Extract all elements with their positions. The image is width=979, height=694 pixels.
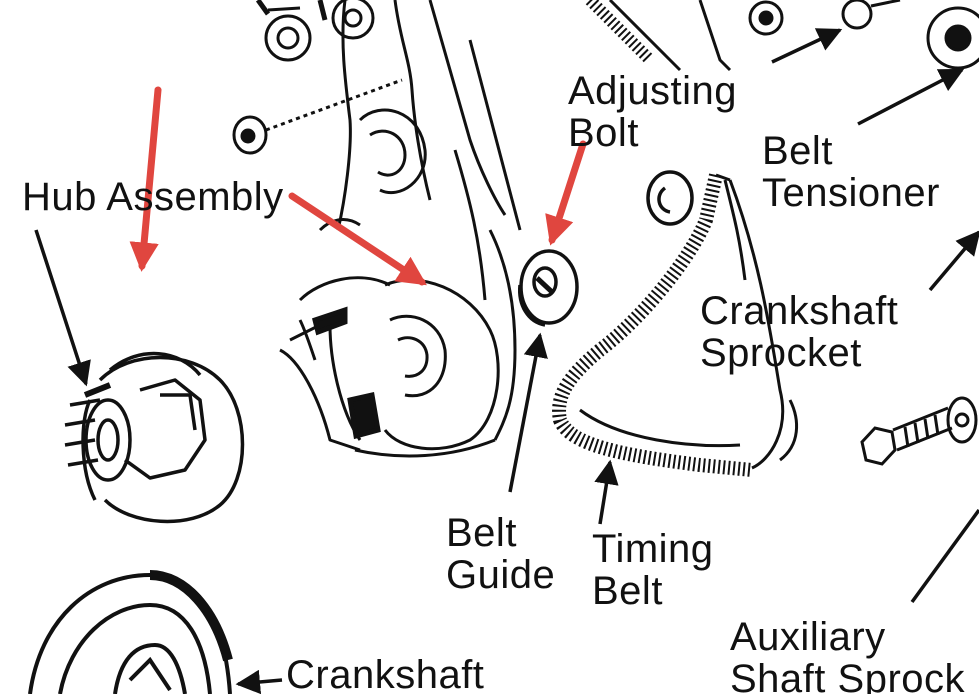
small-bolt: [232, 78, 403, 155]
leader-arrows: [34, 28, 979, 694]
timing-belt-shape: [552, 173, 799, 477]
leader-auxiliary: [910, 508, 979, 604]
red-annotation-arrow: [288, 192, 427, 286]
leader-crankshaft-sprocket: [928, 230, 979, 292]
label-belt-tensioner: Belt Tensioner: [762, 129, 940, 215]
leader-timing-belt: [594, 459, 619, 525]
red-annotation-arrow: [545, 140, 587, 246]
hub-assembly-shape: [64, 351, 245, 524]
crankshaft-pulley-shape: [28, 570, 233, 694]
label-adjusting-bolt: Adjusting Bolt: [568, 69, 738, 155]
label-crankshaft: Crankshaft: [286, 653, 485, 694]
leader-crankshaft: [235, 669, 283, 694]
label-auxiliary-shaft-sprocket: Auxiliary Shaft Sprock: [730, 615, 966, 694]
leader-belt-tensioner: [857, 68, 965, 126]
leader-hub-assembly: [34, 229, 91, 387]
red-annotation-arrows: [129, 86, 587, 286]
leader-belt-guide: [508, 332, 548, 493]
leader-adjusting-bolt-top: [771, 28, 843, 64]
label-belt-guide: Belt Guide: [446, 511, 556, 597]
red-annotation-arrow: [129, 86, 162, 272]
housing-hatch: [312, 306, 381, 440]
upper-belt-strand: [585, 0, 747, 281]
top-bolt-group: [255, 0, 375, 62]
label-crankshaft-sprocket: Crankshaft Sprocket: [700, 289, 899, 375]
belt-guide-washer: [518, 249, 579, 327]
label-timing-belt: Timing Belt: [592, 527, 714, 613]
auxiliary-bolt: [860, 396, 978, 466]
tensioner-bolts: [748, 0, 979, 70]
pump-housing: [279, 0, 522, 458]
crankshaft-sprocket-shape: [646, 170, 694, 226]
label-hub-assembly: Hub Assembly: [22, 175, 284, 219]
